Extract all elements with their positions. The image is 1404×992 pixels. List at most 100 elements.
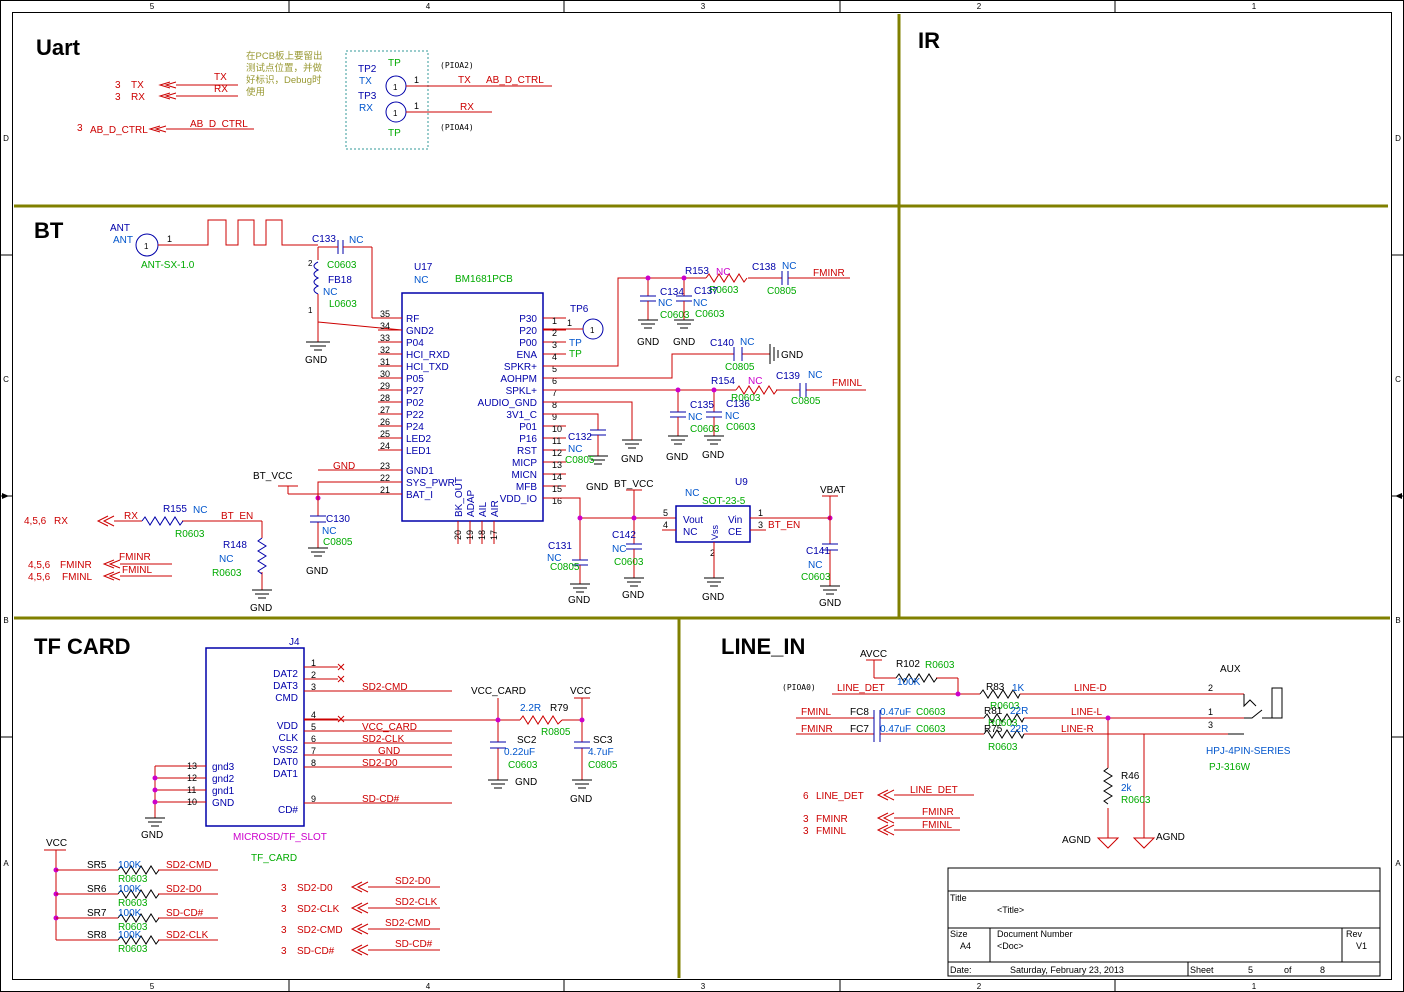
c142-nc: NC: [612, 544, 626, 555]
u17-pin-num: 27: [380, 405, 390, 415]
u17-pin-num: 24: [380, 441, 390, 451]
u9-pin3: 3: [758, 520, 763, 530]
r153-ref: R153: [685, 266, 709, 277]
gnd-label: GND: [702, 450, 724, 461]
c135-ref: C135: [690, 400, 714, 411]
sheet-label: Sheet: [1190, 965, 1214, 975]
bt-port-sheet: 4,5,6: [28, 572, 51, 583]
uart-port-name: TX: [131, 80, 144, 91]
gnd-label: GND: [586, 482, 608, 493]
bt-vcc-net-2: BT_VCC: [614, 479, 653, 490]
rev-value: V1: [1356, 941, 1367, 951]
u17-pin-name: BAT_I: [406, 490, 433, 501]
size-label: Size: [950, 929, 968, 939]
u17-pin-num: 5: [552, 364, 557, 374]
gnd-label: GND: [306, 566, 328, 577]
r79-value: 2.2R: [520, 703, 541, 714]
r46-part: R0603: [1121, 795, 1151, 806]
u17-pin-name: AIL: [478, 502, 489, 517]
r83-resistor: [979, 689, 1021, 700]
tf-port-net: SD-CD#: [395, 939, 433, 950]
u9-vout: Vout: [683, 515, 703, 526]
j4-pin-name: VSS2: [272, 745, 298, 756]
r75-value: 22R: [1010, 724, 1028, 735]
c142-part: C0603: [614, 557, 644, 568]
gnd-label: GND: [621, 454, 643, 465]
aux-value: PJ-316W: [1209, 762, 1251, 773]
c133-ref: C133: [312, 234, 336, 245]
u17-ref: U17: [414, 262, 433, 273]
u17-pin-num: 6: [552, 376, 557, 386]
gnd-label: GND: [622, 590, 644, 601]
section-dividers: [14, 14, 1390, 978]
j4-ref: J4: [289, 637, 300, 648]
c142-ref: C142: [612, 530, 636, 541]
j4-pin-name: CD#: [278, 805, 298, 816]
j4-pin-num: 6: [311, 734, 316, 744]
r154-nc: NC: [748, 376, 762, 387]
uart-port-name: RX: [131, 92, 145, 103]
u17-pin-name: P01: [519, 422, 537, 433]
tf-title: TF CARD: [34, 634, 131, 659]
r148-ref: R148: [223, 540, 247, 551]
gnd-label: GND: [781, 350, 803, 361]
j4-pin-name: DAT0: [273, 757, 298, 768]
of-label: of: [1284, 965, 1292, 975]
u17-pin-num: 14: [552, 472, 562, 482]
line-port-net: FMINR: [922, 807, 954, 818]
svg-text:1: 1: [393, 83, 398, 92]
u17-pin-name: P02: [406, 398, 424, 409]
line-port-sheet: 6: [803, 791, 809, 802]
bt-section: BT ANT ANT 1 ANT-SX-1.0 1 C133 NC C0603 …: [24, 218, 866, 614]
fb18-part: L0603: [329, 299, 357, 310]
u17-pin-name: P20: [519, 326, 537, 337]
border-arrows: [2, 493, 1402, 499]
u17-pin-name: LED1: [406, 446, 431, 457]
col-label: 3: [701, 2, 706, 11]
gnd-label: GND: [570, 794, 592, 805]
col-label: 5: [150, 982, 155, 991]
c131-nc: NC: [547, 553, 561, 564]
row-label: D: [3, 134, 9, 143]
j4-pin-num: 7: [311, 746, 316, 756]
u17-pin-num: 1: [552, 316, 557, 326]
row-label: A: [3, 859, 9, 868]
ant-part: ANT-SX-1.0: [141, 260, 195, 271]
j4-net-label: SD-CD#: [362, 794, 400, 805]
fc7-ref: FC7: [850, 724, 869, 735]
c140-ref: C140: [710, 338, 734, 349]
u17-pin-name: MICP: [512, 458, 537, 469]
r153-resistor: [705, 273, 748, 283]
uart-note-line: 好标识，Debug时: [246, 74, 322, 86]
c134-part: C0603: [660, 310, 690, 321]
col-label: 4: [426, 982, 431, 991]
c139-part: C0805: [791, 396, 821, 407]
fc8-ref: FC8: [850, 707, 869, 718]
fc7-part: C0603: [916, 724, 946, 735]
row-label: B: [3, 616, 8, 625]
u17-pin-num: 17: [489, 530, 499, 540]
fc7-value: 0.47uF: [880, 724, 911, 735]
sc2-part: C0603: [508, 760, 538, 771]
u17-pin-name: P24: [406, 422, 424, 433]
line-l-net: LINE-L: [1071, 707, 1103, 718]
r154-resistor: [735, 385, 778, 395]
u17-pin-name: VDD_IO: [500, 494, 537, 505]
fb18-ref: FB18: [328, 275, 352, 286]
tf-port-name: SD2-CLK: [297, 904, 340, 915]
u17-pin-num: 35: [380, 309, 390, 319]
pullup-ref: SR7: [87, 908, 107, 919]
j4-net-label: GND: [378, 746, 400, 757]
u17-chip: [401, 292, 544, 522]
fminr-net: FMINR: [813, 268, 845, 279]
r83-ref: R83: [986, 682, 1005, 693]
j4-pin-num: 11: [187, 785, 196, 795]
tp3-net: RX: [359, 103, 373, 114]
u17-pin-name: P30: [519, 314, 537, 325]
no-connect-icon: [337, 715, 345, 723]
tf-port-sheet: 3: [281, 946, 287, 957]
ant-trace-pin: 1: [167, 234, 172, 244]
